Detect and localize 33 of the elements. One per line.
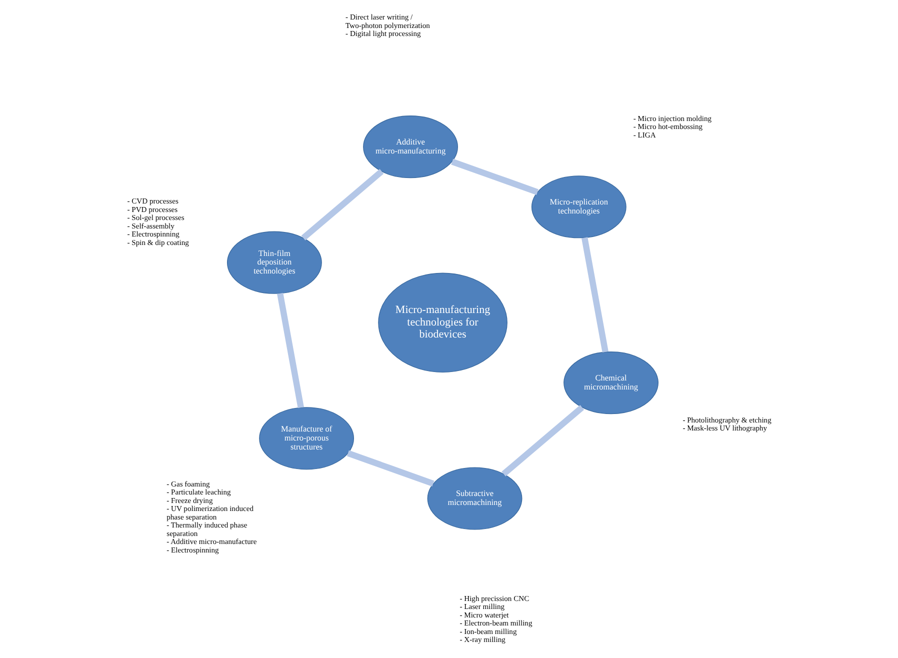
node-label: - Digital light processing	[346, 29, 421, 38]
node-label: - CVD processes	[127, 196, 178, 206]
node-label: - PVD processes	[127, 204, 178, 214]
connector	[346, 450, 434, 487]
connector	[277, 292, 304, 408]
node-label: - Electrospinning	[166, 545, 219, 554]
node-label: - Electrospinning	[127, 230, 180, 239]
node-ellipse: Micro-manufacturing technologies for biodevices	[378, 272, 508, 373]
node-label: - Freeze drying	[166, 496, 213, 505]
node-label: - High precission CNC	[460, 594, 530, 603]
node-label: - Spin & dip coating	[127, 238, 189, 247]
node-label: - Electron-beam milling	[460, 618, 532, 628]
node-label: - Gas foaming	[166, 479, 210, 488]
node-label: - X-ray milling	[460, 635, 506, 644]
node-label: - Thermally induced phase separation	[166, 520, 248, 538]
connector	[451, 158, 539, 196]
node-label: - Laser milling	[460, 602, 505, 612]
node-label: - Direct laser writing / Two-photon polymerization	[346, 12, 430, 30]
node-label: - LIGA	[633, 130, 656, 140]
node-label: - Additive micro-manufacture	[166, 537, 257, 546]
node-label: - Particulate leaching	[166, 488, 231, 497]
node-label: - UV polimerization induced phase separation	[166, 504, 254, 522]
connector	[582, 237, 608, 353]
connector	[502, 404, 584, 476]
node-label: - Micro waterjet	[460, 610, 509, 620]
node-label: - Self-assembly	[127, 221, 174, 230]
node-label: - Photolithography & etching	[682, 415, 772, 424]
node-label: - Micro hot-embossing	[633, 122, 703, 132]
node-label: - Micro injection molding	[633, 114, 712, 123]
node-label: - Sol-gel processes	[127, 213, 184, 222]
node-label: - Mask-less UV lithography	[682, 424, 768, 433]
connector	[301, 168, 384, 240]
node-label: - Ion-beam milling	[460, 626, 517, 636]
